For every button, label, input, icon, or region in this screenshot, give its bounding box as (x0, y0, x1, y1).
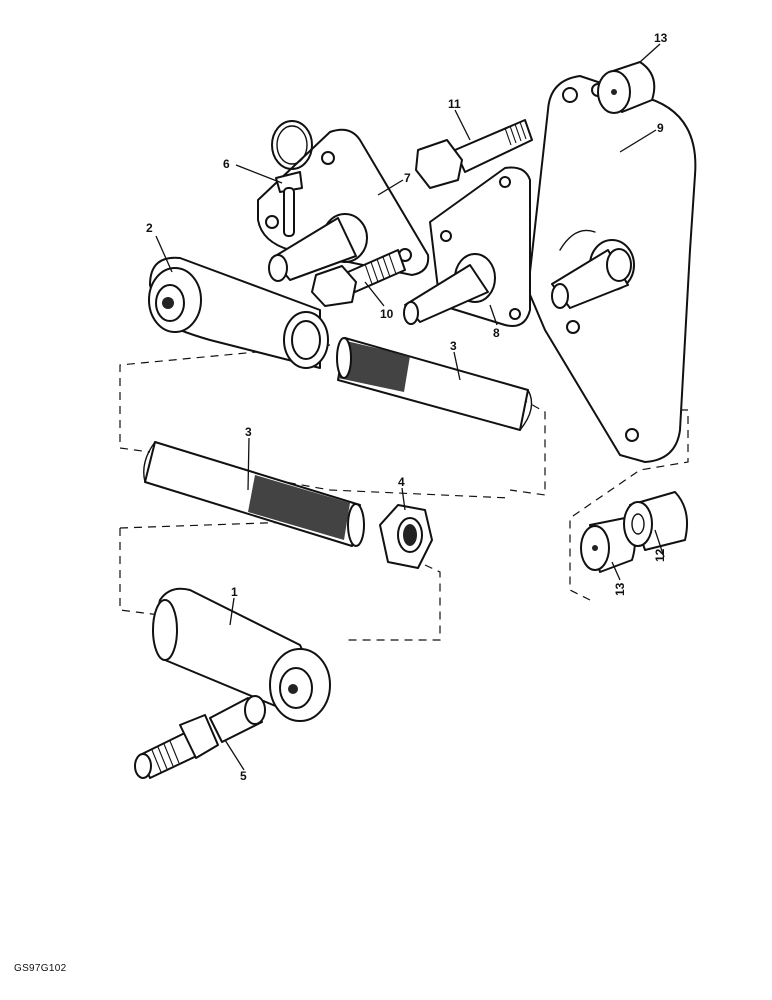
callout-10: 10 (380, 307, 394, 321)
pin-on-plate-9 (551, 239, 635, 309)
bushing-part-13-bottom (580, 517, 636, 573)
plate-part-8 (403, 166, 531, 327)
callout-13a: 13 (654, 31, 668, 45)
callout-2: 2 (146, 221, 153, 235)
pin-part-5 (134, 695, 266, 779)
drawing-reference-code: GS97G102 (14, 963, 67, 974)
callout-3a: 3 (450, 339, 457, 353)
callout-4: 4 (398, 475, 405, 489)
bolt-part-10 (311, 249, 406, 307)
ball-end-part-2 (148, 256, 329, 369)
rod-part-3-lower (143, 441, 365, 547)
nut-part-4 (379, 504, 433, 569)
bushing-part-13-top (597, 61, 656, 114)
callout-6: 6 (223, 157, 230, 171)
callout-9: 9 (657, 121, 664, 135)
callout-13b: 13 (613, 582, 627, 596)
callout-12: 12 (653, 548, 667, 562)
ball-end-part-1 (152, 587, 331, 722)
callout-8: 8 (493, 326, 500, 340)
group-box-lower (119, 519, 441, 641)
linch-pin-part-6 (271, 120, 313, 237)
callout-5: 5 (240, 769, 247, 783)
leader-lines (155, 43, 665, 771)
callout-3b: 3 (245, 425, 252, 439)
group-box-right (569, 409, 689, 601)
plate-part-7 (257, 128, 430, 282)
bushing-part-12 (623, 491, 688, 551)
callout-1: 1 (231, 585, 238, 599)
callout-11: 11 (448, 97, 461, 111)
bolt-part-11 (415, 119, 533, 189)
rod-part-3-upper (336, 337, 533, 431)
callout-7: 7 (404, 171, 411, 185)
